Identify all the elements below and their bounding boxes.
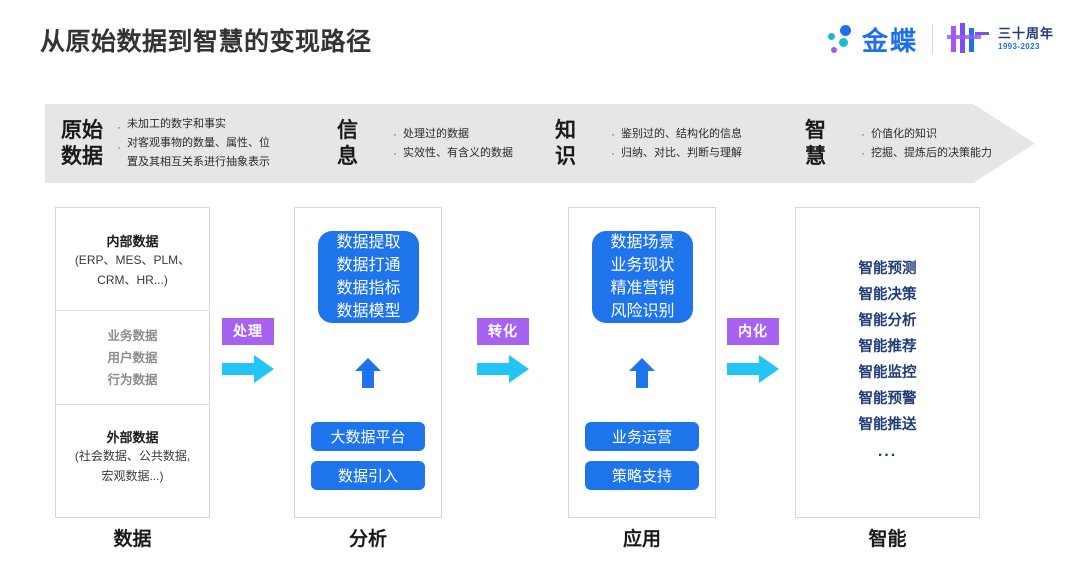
application-box-line: 数据场景 [610, 234, 675, 251]
bullet-dot: · [393, 145, 397, 160]
internal-data-sub-line1: (ERP、MES、PLM、 [74, 253, 191, 267]
right-arrow-icon [222, 354, 278, 389]
banner-bullets: · 鉴别过的、结构化的信息 · 归纳、对比、判断与理解 [605, 125, 742, 163]
external-data-title: 外部数据 [106, 430, 159, 445]
intelligence-item: 智能预警 [858, 391, 917, 407]
bullet-row: · 价值化的知识 [855, 125, 992, 144]
pill-data-ingestion[interactable]: 数据引入 [311, 461, 425, 490]
intelligence-item: 智能预测 [858, 261, 917, 277]
intelligence-item: 智能分析 [858, 313, 917, 329]
brand-logo: 金蝶 三十周年 1993-2023 [824, 18, 1054, 60]
bullet-dot: · [393, 126, 397, 141]
anniversary-mark-icon [945, 22, 991, 56]
anniversary-text: 三十周年 1993-2023 [998, 26, 1054, 52]
bullet-row: · 归纳、对比、判断与理解 [605, 144, 742, 163]
intelligence-item: 智能推送 [858, 417, 917, 433]
bullet-dot: · [611, 145, 615, 160]
banner-stage-raw-data: 原始 数据 ·· 未加工的数字和事实 对客观事物的数量、属性、位 置及其相互关系… [45, 104, 325, 183]
anniversary-years: 1993-2023 [997, 42, 1040, 51]
bullet-row: · 处理过的数据 [387, 125, 513, 144]
banner-term: 信 息 [337, 118, 358, 168]
intelligence-more: ... [877, 443, 898, 460]
connector-processing: 处理 [222, 318, 278, 389]
application-box-line: 精准营销 [610, 280, 675, 297]
bullet-lines: 未加工的数字和事实 对客观事物的数量、属性、位 置及其相互关系进行抽象表示 [127, 118, 270, 168]
data-type-item: 行为数据 [107, 373, 158, 387]
pill-big-data-platform[interactable]: 大数据平台 [311, 422, 425, 451]
pill-strategy-support[interactable]: 策略支持 [585, 461, 699, 490]
banner-stage-knowledge: 知 识 · 鉴别过的、结构化的信息 · 归纳、对比、判断与理解 [545, 104, 795, 183]
analysis-box-line: 数据指标 [336, 280, 401, 297]
application-scenario-box: 数据场景 业务现状 精准营销 风险识别 [592, 231, 693, 323]
analysis-box-line: 数据模型 [336, 303, 401, 320]
application-box-line: 风险识别 [610, 303, 675, 320]
external-data-sub-line2: 宏观数据...) [101, 469, 164, 483]
maturity-banner: 原始 数据 ·· 未加工的数字和事实 对客观事物的数量、属性、位 置及其相互关系… [45, 104, 1035, 183]
data-types-section: 业务数据 用户数据 行为数据 [56, 310, 209, 404]
analysis-capability-box: 数据提取 数据打通 数据指标 数据模型 [318, 231, 419, 323]
internal-data-section: 内部数据 (ERP、MES、PLM、 CRM、HR...) [56, 208, 209, 310]
footer-label-intelligence: 智能 [868, 529, 907, 550]
external-data-sub-line1: (社会数据、公共数据, [74, 449, 191, 463]
anniversary-label: 三十周年 [997, 26, 1054, 41]
kingdee-dots-icon [824, 24, 858, 54]
intelligence-list: 智能预测 智能决策 智能分析 智能推荐 智能监控 智能预警 智能推送 ... [796, 208, 979, 466]
right-arrow-icon [727, 354, 783, 389]
page-title: 从原始数据到智慧的变现路径 [40, 28, 372, 56]
application-box-line: 业务现状 [610, 257, 675, 274]
bullet-dot: · [861, 145, 865, 160]
intelligence-item: 智能推荐 [858, 339, 917, 355]
connector-label: 内化 [727, 318, 779, 345]
banner-bullets: · 价值化的知识 · 挖掘、提炼后的决策能力 [855, 125, 992, 163]
footer-label-data: 数据 [113, 529, 152, 550]
intelligence-item: 智能监控 [858, 365, 917, 381]
data-type-item: 用户数据 [107, 351, 158, 365]
right-arrow-icon [477, 354, 533, 389]
up-arrow-icon [355, 358, 381, 388]
banner-term: 智 慧 [805, 118, 826, 168]
analysis-box-line: 数据提取 [336, 234, 401, 251]
up-arrow-icon [629, 358, 655, 388]
bullet-row: · 挖掘、提炼后的决策能力 [855, 144, 992, 163]
card-data: 内部数据 (ERP、MES、PLM、 CRM、HR...) 业务数据 用户数据 … [55, 207, 210, 518]
connector-label: 处理 [222, 318, 274, 345]
pill-business-operation[interactable]: 业务运营 [585, 422, 699, 451]
footer-label-analysis: 分析 [348, 529, 387, 550]
bullet-dot: · [861, 126, 865, 141]
banner-stage-wisdom: 智 慧 · 价值化的知识 · 挖掘、提炼后的决策能力 [795, 104, 1025, 183]
connector-transformation: 转化 [477, 318, 533, 389]
intelligence-item: 智能决策 [858, 287, 917, 303]
data-type-item: 业务数据 [107, 329, 158, 343]
banner-stage-information: 信 息 · 处理过的数据 · 实效性、有含义的数据 [325, 104, 545, 183]
banner-term: 原始 数据 [61, 118, 103, 168]
internal-data-sub-line2: CRM、HR...) [97, 273, 168, 287]
bullet-row: · 鉴别过的、结构化的信息 [605, 125, 742, 144]
brand-name: 金蝶 [861, 25, 918, 56]
bullet-dot: · [611, 126, 615, 141]
banner-bullets: ·· 未加工的数字和事实 对客观事物的数量、属性、位 置及其相互关系进行抽象表示 [111, 115, 270, 172]
footer-label-application: 应用 [622, 529, 661, 550]
brand-divider [931, 24, 933, 54]
analysis-box-line: 数据打通 [336, 257, 401, 274]
bullet-row: · 实效性、有含义的数据 [387, 144, 513, 163]
card-intelligence: 智能预测 智能决策 智能分析 智能推荐 智能监控 智能预警 智能推送 ... [795, 207, 980, 518]
internal-data-title: 内部数据 [106, 234, 159, 249]
banner-bullets: · 处理过的数据 · 实效性、有含义的数据 [387, 125, 513, 163]
connector-label: 转化 [477, 318, 529, 345]
bullet-dots: ·· [117, 120, 121, 154]
connector-internalization: 内化 [727, 318, 783, 389]
banner-term: 知 识 [555, 118, 576, 168]
external-data-section: 外部数据 (社会数据、公共数据, 宏观数据...) [56, 404, 209, 506]
